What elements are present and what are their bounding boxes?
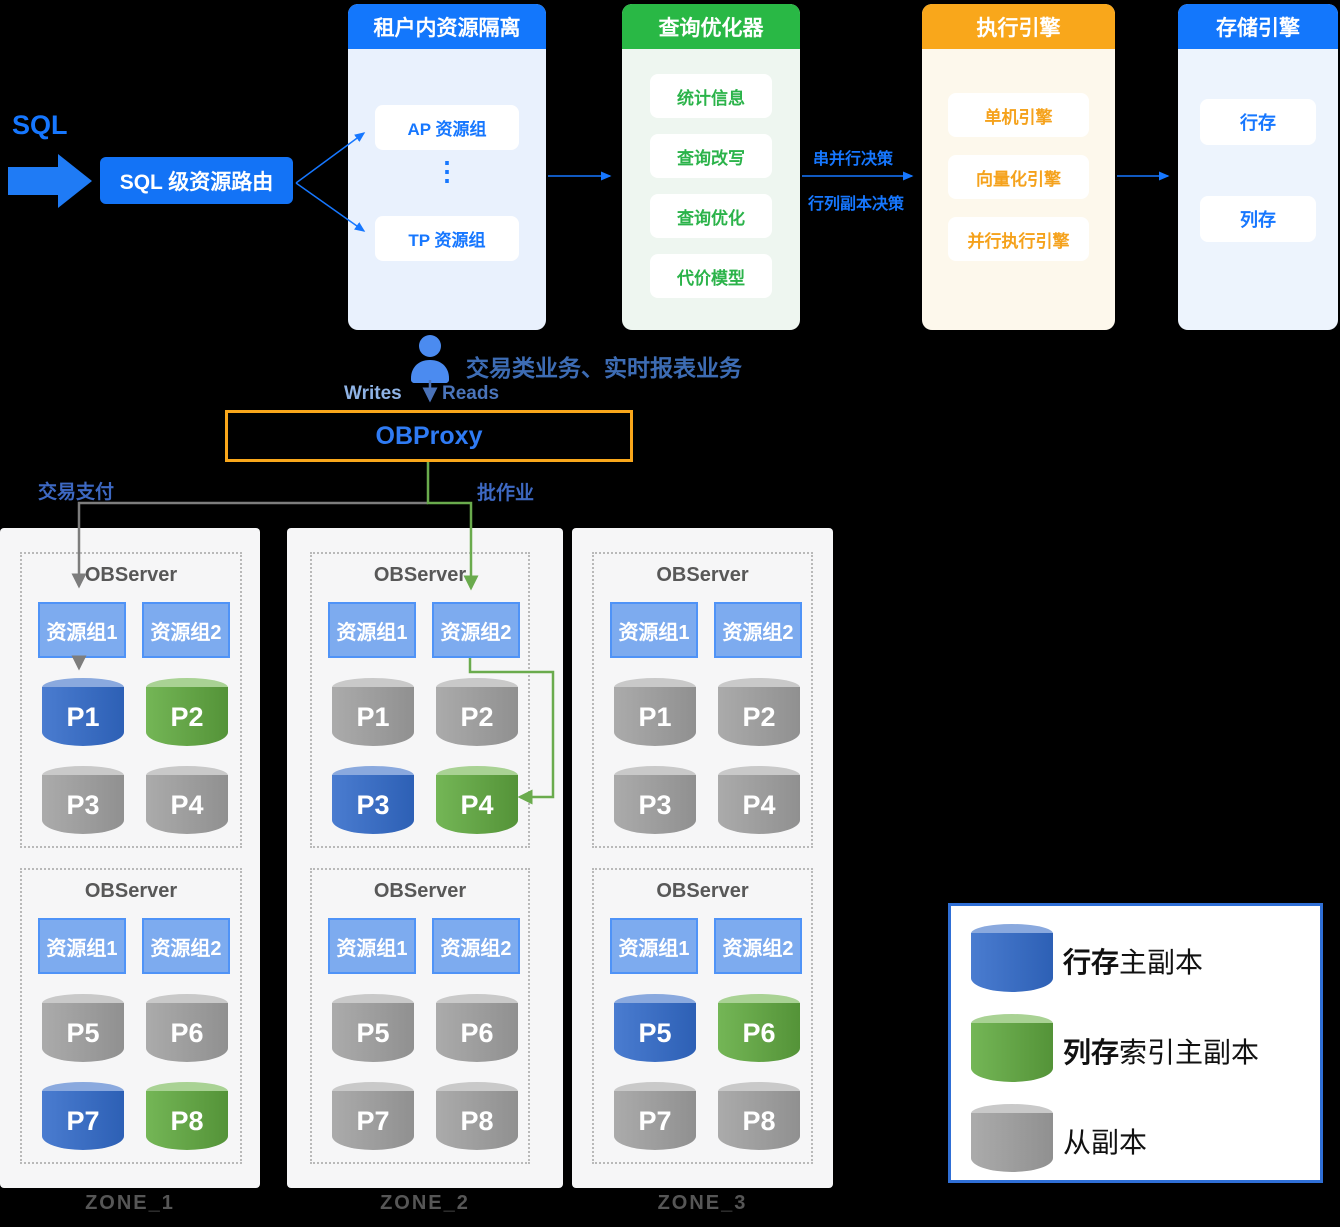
- workload-caption: 交易类业务、实时报表业务: [466, 355, 742, 381]
- partition-cylinder: P6: [436, 994, 518, 1062]
- zone-3-panel: OBServer 资源组1 资源组2 P1 P2 P3 P4 OBServer …: [572, 528, 833, 1188]
- partition-cylinder: P6: [146, 994, 228, 1062]
- user-icon: [408, 335, 452, 388]
- obproxy-box: OBProxy: [225, 410, 633, 462]
- execution-engine-title: 执行引擎: [922, 4, 1115, 49]
- observer-box: OBServer 资源组1 资源组2 P1 P2 P3 P4: [310, 552, 530, 848]
- partition-cylinder: P1: [614, 678, 696, 746]
- legend-row-primary-cylinder-icon: [971, 924, 1053, 992]
- ap-resource-group-box: AP 资源组: [375, 105, 519, 150]
- execution-engine-panel: 执行引擎 单机引擎 向量化引擎 并行执行引擎: [922, 4, 1115, 330]
- sql-resource-router-box: SQL 级资源路由: [100, 157, 293, 204]
- partition-cylinder: P3: [614, 766, 696, 834]
- partition-cylinder: P5: [614, 994, 696, 1062]
- engine-item-single: 单机引擎: [948, 93, 1089, 137]
- storage-item-columnstore: 列存: [1200, 196, 1316, 242]
- partition-cylinder: P3: [332, 766, 414, 834]
- resource-group-1-box: 资源组1: [610, 918, 698, 974]
- partition-cylinder: P7: [332, 1082, 414, 1150]
- resource-group-2-box: 资源组2: [432, 602, 520, 658]
- partition-cylinder: P2: [718, 678, 800, 746]
- resource-group-2-box: 资源组2: [142, 602, 230, 658]
- decision-label-serial-parallel: 串并行决策: [813, 151, 894, 168]
- reads-label: Reads: [442, 383, 500, 404]
- zone-1-label: ZONE_1: [85, 1192, 175, 1214]
- resource-group-1-box: 资源组1: [610, 602, 698, 658]
- partition-cylinder: P8: [146, 1082, 228, 1150]
- optimizer-item-optimize: 查询优化: [650, 194, 772, 238]
- partition-cylinder: P3: [42, 766, 124, 834]
- partition-cylinder: P5: [332, 994, 414, 1062]
- branch-label-batch-job: 批作业: [477, 483, 535, 504]
- partition-cylinder: P1: [42, 678, 124, 746]
- legend-follower-cylinder-icon: [971, 1104, 1053, 1172]
- resource-group-2-box: 资源组2: [714, 602, 802, 658]
- writes-label: Writes: [344, 383, 402, 404]
- observer-title: OBServer: [84, 880, 178, 902]
- optimizer-item-rewrite: 查询改写: [650, 134, 772, 178]
- storage-engine-panel: 存储引擎 行存 列存: [1178, 4, 1338, 330]
- partition-cylinder: P4: [436, 766, 518, 834]
- legend-label-column-primary: 列存索引主副本: [1063, 1037, 1260, 1068]
- observer-box: OBServer 资源组1 资源组2 P1 P2 P3 P4: [20, 552, 242, 848]
- zone-2-label: ZONE_2: [380, 1192, 470, 1214]
- partition-cylinder: P8: [718, 1082, 800, 1150]
- zone-2-panel: OBServer 资源组1 资源组2 P1 P2 P3 P4 OBServer …: [287, 528, 563, 1188]
- resource-group-1-box: 资源组1: [38, 602, 126, 658]
- partition-cylinder: P2: [146, 678, 228, 746]
- sql-inflow-arrow-icon: [8, 167, 58, 195]
- engine-item-parallel: 并行执行引擎: [948, 217, 1089, 261]
- decision-label-row-column-replica: 行列副本决策: [808, 196, 905, 213]
- query-optimizer-title: 查询优化器: [622, 4, 800, 49]
- partition-cylinder: P7: [614, 1082, 696, 1150]
- resource-group-1-box: 资源组1: [328, 602, 416, 658]
- sql-inflow-arrowhead-icon: [58, 154, 92, 208]
- partition-cylinder: P7: [42, 1082, 124, 1150]
- observer-title: OBServer: [373, 880, 467, 902]
- tenant-isolation-title: 租户内资源隔离: [348, 4, 546, 49]
- observer-title: OBServer: [84, 564, 178, 586]
- legend-label-follower: 从副本: [1063, 1127, 1148, 1158]
- partition-cylinder: P2: [436, 678, 518, 746]
- legend-column-primary-cylinder-icon: [971, 1014, 1053, 1082]
- observer-box: OBServer 资源组1 资源组2 P5 P6 P7 P8: [310, 868, 530, 1164]
- partition-cylinder: P4: [718, 766, 800, 834]
- partition-cylinder: P8: [436, 1082, 518, 1150]
- partition-cylinder: P1: [332, 678, 414, 746]
- resource-group-2-box: 资源组2: [142, 918, 230, 974]
- partition-cylinder: P4: [146, 766, 228, 834]
- branch-label-trade-payment: 交易支付: [38, 482, 115, 503]
- tp-resource-group-box: TP 资源组: [375, 216, 519, 261]
- storage-engine-title: 存储引擎: [1178, 4, 1338, 49]
- zone-1-panel: OBServer 资源组1 资源组2 P1 P2 P3 P4 OBServer …: [0, 528, 260, 1188]
- resource-group-1-box: 资源组1: [38, 918, 126, 974]
- optimizer-item-statistics: 统计信息: [650, 74, 772, 118]
- observer-box: OBServer 资源组1 资源组2 P5 P6 P7 P8: [20, 868, 242, 1164]
- ellipsis-icon: ⋮: [434, 156, 460, 186]
- partition-cylinder: P5: [42, 994, 124, 1062]
- observer-title: OBServer: [656, 564, 749, 586]
- resource-group-2-box: 资源组2: [714, 918, 802, 974]
- partition-cylinder: P6: [718, 994, 800, 1062]
- sql-entry-label: SQL: [12, 110, 68, 140]
- optimizer-item-cost-model: 代价模型: [650, 254, 772, 298]
- observer-title: OBServer: [656, 880, 749, 902]
- zone-3-label: ZONE_3: [657, 1192, 748, 1214]
- tenant-isolation-panel: 租户内资源隔离 AP 资源组 ⋮ TP 资源组: [348, 4, 546, 330]
- observer-box: OBServer 资源组1 资源组2 P1 P2 P3 P4: [592, 552, 813, 848]
- resource-group-1-box: 资源组1: [328, 918, 416, 974]
- observer-box: OBServer 资源组1 资源组2 P5 P6 P7 P8: [592, 868, 813, 1164]
- legend-box: 行存主副本 列存索引主副本 从副本: [948, 903, 1323, 1183]
- observer-title: OBServer: [373, 564, 467, 586]
- engine-item-vectorized: 向量化引擎: [948, 155, 1089, 199]
- query-optimizer-panel: 查询优化器 统计信息 查询改写 查询优化 代价模型: [622, 4, 800, 330]
- legend-label-row-primary: 行存主副本: [1063, 947, 1204, 978]
- resource-group-2-box: 资源组2: [432, 918, 520, 974]
- storage-item-rowstore: 行存: [1200, 99, 1316, 145]
